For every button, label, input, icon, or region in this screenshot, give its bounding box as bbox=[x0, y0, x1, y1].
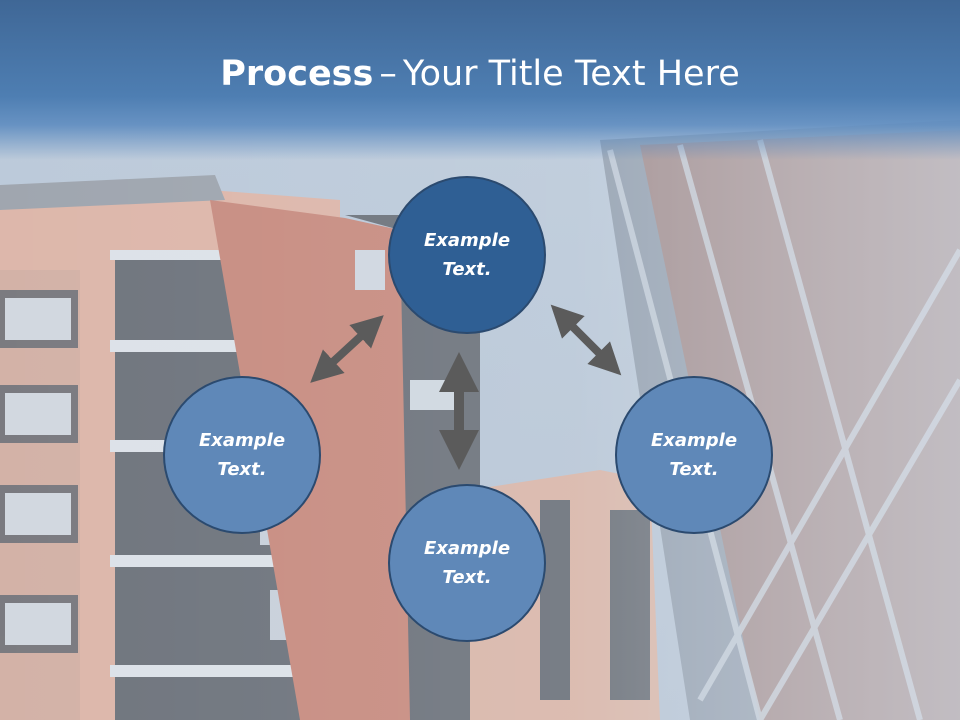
title-text: Your Title Text Here bbox=[402, 54, 740, 94]
node-bottom-line2: Text. bbox=[442, 567, 492, 588]
arrow-top-right bbox=[550, 304, 622, 376]
slide-title: Process–Your Title Text Here bbox=[0, 52, 960, 96]
node-right-line1: Example bbox=[650, 430, 738, 451]
title-bold-word: Process bbox=[220, 54, 374, 94]
node-right-line2: Text. bbox=[669, 459, 719, 480]
node-top-line2: Text. bbox=[442, 259, 492, 280]
arrow-top-left bbox=[310, 315, 384, 383]
node-left-line1: Example bbox=[198, 430, 286, 451]
node-top-line1: Example bbox=[423, 230, 511, 251]
node-left-line2: Text. bbox=[217, 459, 267, 480]
title-bar bbox=[0, 0, 960, 160]
node-bottom-line1: Example bbox=[423, 538, 511, 559]
title-separator: – bbox=[379, 54, 397, 94]
